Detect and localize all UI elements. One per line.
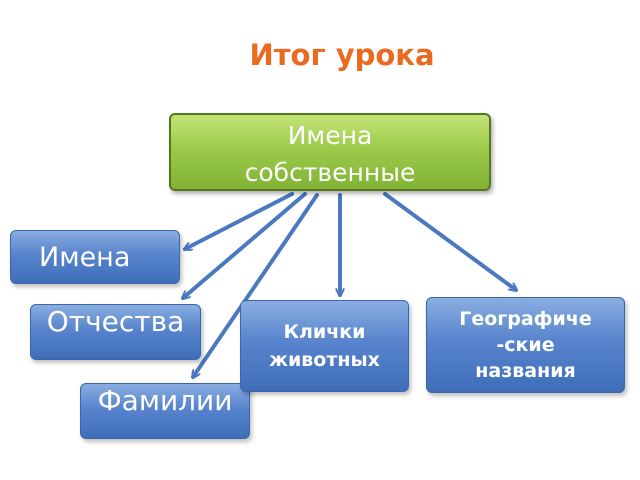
node-patronymics: Отчества — [30, 304, 201, 360]
arrow-to-familii — [193, 193, 319, 377]
node-names: Имена — [10, 230, 180, 284]
arrow-to-geo — [383, 192, 516, 290]
node-animal-nicknames-label: Клички животных — [269, 321, 380, 371]
node-geographic-names: Географиче -ские названия — [426, 297, 625, 393]
node-surnames-label: Фамилии — [97, 384, 233, 417]
node-animal-nicknames: Клички животных — [240, 300, 409, 392]
node-surnames: Фамилии — [80, 383, 250, 439]
slide-title: Итог урока — [249, 38, 435, 72]
arrow-to-otchestva — [183, 192, 307, 298]
root-node-proper-names: Имена собственные — [169, 113, 491, 191]
arrow-to-imena — [185, 192, 294, 251]
root-node-label: Имена собственные — [244, 121, 416, 187]
node-names-label: Имена — [39, 241, 131, 273]
node-patronymics-label: Отчества — [46, 305, 185, 338]
node-geographic-names-label: Географиче -ские названия — [459, 308, 592, 382]
